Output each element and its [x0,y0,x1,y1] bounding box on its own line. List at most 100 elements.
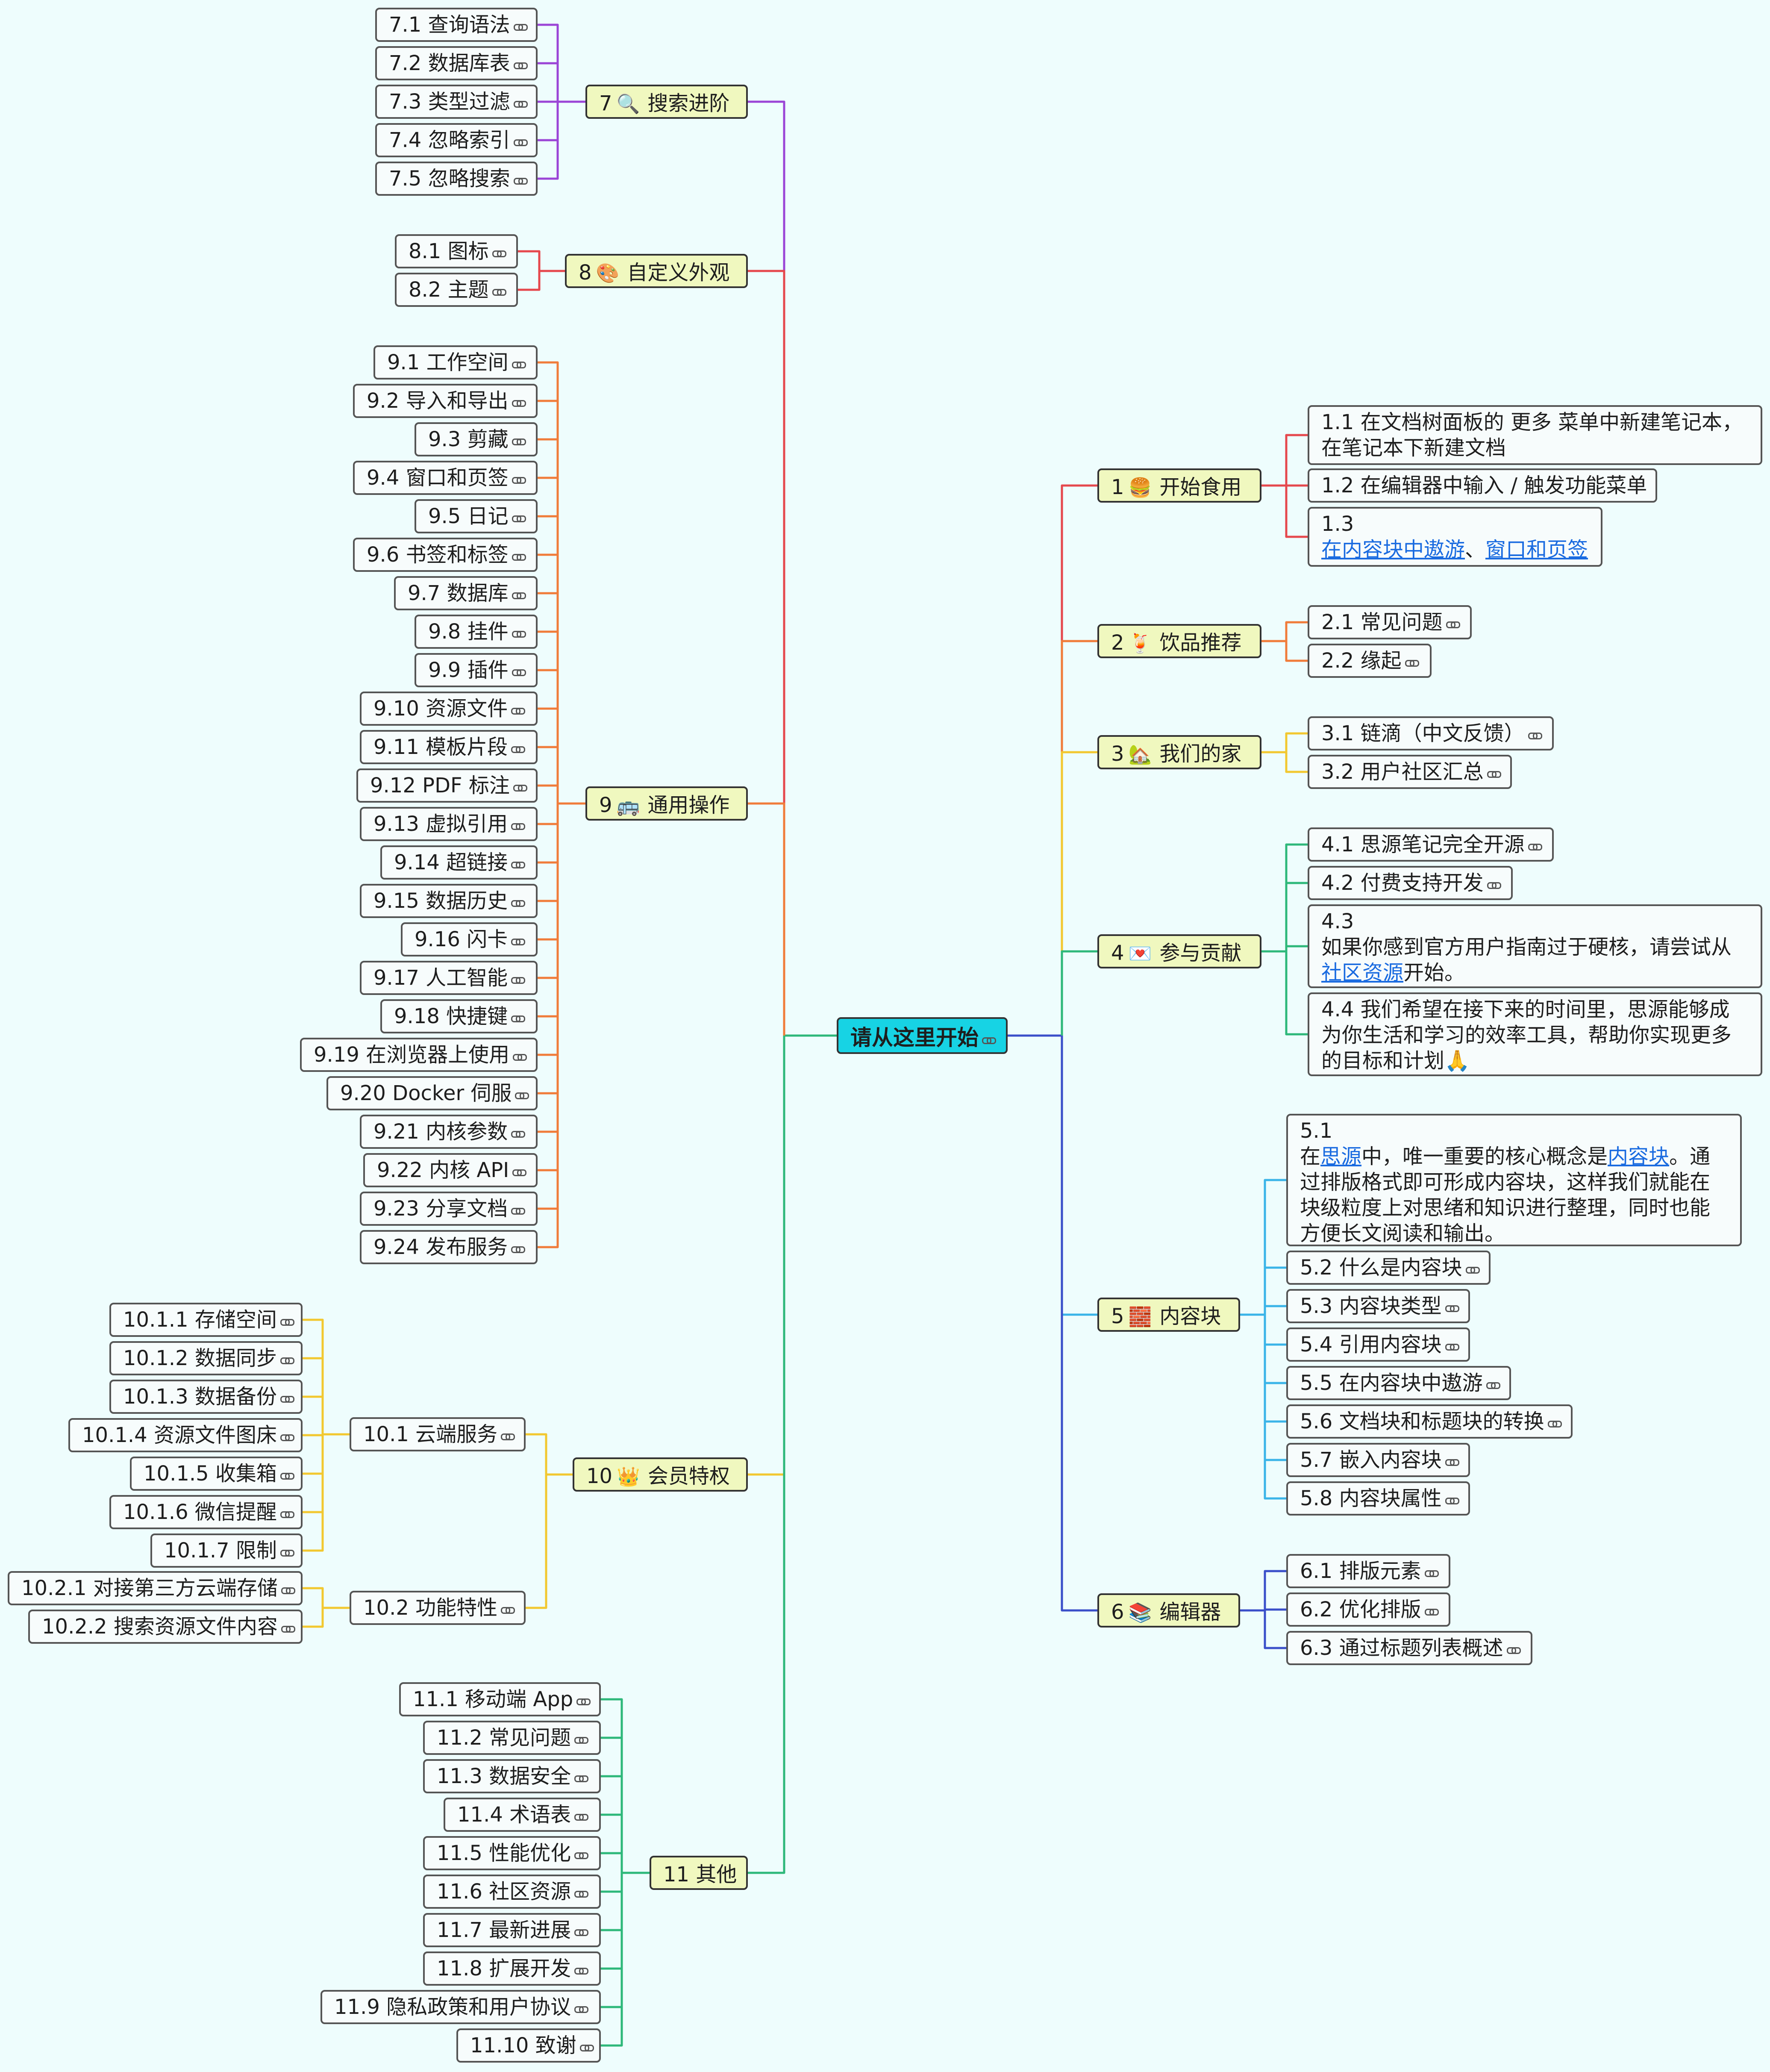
item-4-4[interactable]: 4.4 我们希望在接下来的时间里，思源能够成为你生活和学习的效率工具，帮助你实现… [1308,992,1762,1076]
item-9-7[interactable]: 9.7 数据库 [394,576,538,610]
item-11-10[interactable]: 11.10 致谢 [456,2028,601,2063]
topic-6[interactable]: 6📚编辑器 [1097,1593,1240,1628]
item-1-1[interactable]: 1.1 在文档树面板的 更多 菜单中新建笔记本，在笔记本下新建文档 [1308,405,1762,465]
item-7-2[interactable]: 7.2 数据库表 [375,46,538,80]
item-11-4[interactable]: 11.4 术语表 [444,1798,601,1832]
item-9-9[interactable]: 9.9 插件 [415,653,538,687]
item-9-21[interactable]: 9.21 内核参数 [360,1115,538,1149]
item-9-20[interactable]: 9.20 Docker 伺服 [326,1076,538,1110]
item-9-2[interactable]: 9.2 导入和导出 [353,384,538,418]
item-7-5[interactable]: 7.5 忽略搜索 [375,162,538,196]
item-11-1[interactable]: 11.1 移动端 App [399,1682,601,1716]
item-10-1-3[interactable]: 10.1.3 数据备份 [109,1380,303,1414]
item-11-8[interactable]: 11.8 扩展开发 [423,1951,601,1986]
item-9-1-label: 9.1 工作空间 [387,350,509,374]
topic-3[interactable]: 3🏡我们的家 [1097,735,1261,769]
topic-9[interactable]: 9🚌通用操作 [585,786,748,821]
item-5-5[interactable]: 5.5 在内容块中遨游 [1286,1366,1511,1400]
connector-b7-5 [538,102,559,180]
item-11-9[interactable]: 11.9 隐私政策和用户协议 [320,1990,601,2024]
item-10-1-2[interactable]: 10.1.2 数据同步 [109,1341,303,1375]
topic-10[interactable]: 10👑会员特权 [573,1457,748,1492]
item-9-8[interactable]: 9.8 挂件 [415,615,538,649]
link-community-resources[interactable]: 社区资源 [1321,961,1404,985]
item-10-1-5[interactable]: 10.1.5 收集箱 [130,1457,303,1491]
item-9-23[interactable]: 9.23 分享文档 [360,1192,538,1226]
item-9-17[interactable]: 9.17 人工智能 [360,961,538,995]
item-11-7[interactable]: 11.7 最新进展 [423,1913,601,1947]
item-9-11[interactable]: 9.11 模板片段 [360,730,538,764]
item-4-1[interactable]: 4.1 思源笔记完全开源 [1308,827,1554,862]
item-9-1[interactable]: 9.1 工作空间 [373,345,538,380]
item-10-2-1[interactable]: 10.2.1 对接第三方云端存储 [8,1571,303,1605]
item-6-3[interactable]: 6.3 通过标题列表概述 [1286,1631,1532,1665]
item-10-2-2[interactable]: 10.2.2 搜索资源文件内容 [28,1610,303,1644]
item-10-1-6[interactable]: 10.1.6 微信提醒 [109,1495,303,1529]
item-7-3[interactable]: 7.3 类型过滤 [375,85,538,119]
topic-1[interactable]: 1🍔开始食用 [1097,468,1261,503]
topic-4-label: 参与贡献 [1159,941,1242,965]
item-10-1-1[interactable]: 10.1.1 存储空间 [109,1303,303,1337]
item-9-3[interactable]: 9.3 剪藏 [415,422,538,456]
item-9-15[interactable]: 9.15 数据历史 [360,884,538,918]
topic-4[interactable]: 4💌参与贡献 [1097,934,1261,968]
item-11-2[interactable]: 11.2 常见问题 [423,1721,601,1755]
item-3-1[interactable]: 3.1 链滴（中文反馈） [1308,716,1554,751]
item-9-24[interactable]: 9.24 发布服务 [360,1230,538,1264]
topic-11[interactable]: 11 其他 [650,1856,748,1890]
item-11-5[interactable]: 11.5 性能优化 [423,1836,601,1870]
item-10-1-7[interactable]: 10.1.7 限制 [150,1533,303,1568]
item-5-6[interactable]: 5.6 文档块和标题块的转换 [1286,1404,1573,1439]
crown-icon: 👑 [617,1466,640,1488]
item-5-4-label: 5.4 引用内容块 [1300,1333,1442,1357]
item-9-16[interactable]: 9.16 闪卡 [401,922,538,957]
item-5-4[interactable]: 5.4 引用内容块 [1286,1327,1470,1362]
item-1-2[interactable]: 1.2 在编辑器中输入 / 触发功能菜单 [1308,468,1657,503]
item-9-5[interactable]: 9.5 日记 [415,499,538,533]
item-10-1[interactable]: 10.1 云端服务 [350,1417,526,1451]
item-6-2[interactable]: 6.2 优化排版 [1286,1592,1450,1627]
item-4-2[interactable]: 4.2 付费支持开发 [1308,866,1513,900]
item-9-18[interactable]: 9.18 快捷键 [380,999,538,1033]
item-7-1[interactable]: 7.1 查询语法 [375,8,538,42]
topic-7[interactable]: 7🔍搜索进阶 [585,85,748,119]
item-7-4-label: 7.4 忽略索引 [389,128,510,152]
item-9-13[interactable]: 9.13 虚拟引用 [360,807,538,841]
item-6-1[interactable]: 6.1 排版元素 [1286,1554,1450,1588]
item-5-2[interactable]: 5.2 什么是内容块 [1286,1251,1491,1285]
item-8-1[interactable]: 8.1 图标 [395,234,518,268]
item-9-14[interactable]: 9.14 超链接 [380,845,538,880]
item-3-1-label: 3.1 链滴（中文反馈） [1321,721,1525,745]
root-topic[interactable]: 请从这里开始 [837,1017,1008,1054]
item-9-10[interactable]: 9.10 资源文件 [360,692,538,726]
topic-5[interactable]: 5🧱内容块 [1097,1298,1240,1332]
item-5-7[interactable]: 5.7 嵌入内容块 [1286,1443,1470,1477]
item-5-8[interactable]: 5.8 内容块属性 [1286,1481,1470,1516]
link-content-block[interactable]: 内容块 [1608,1145,1670,1168]
topic-8[interactable]: 8🎨自定义外观 [565,254,748,288]
item-9-6[interactable]: 9.6 书签和标签 [353,538,538,572]
item-9-19[interactable]: 9.19 在浏览器上使用 [300,1038,538,1072]
item-3-2[interactable]: 3.2 用户社区汇总 [1308,755,1512,789]
item-10-2[interactable]: 10.2 功能特性 [350,1591,526,1625]
item-10-1-4[interactable]: 10.1.4 资源文件图床 [68,1418,303,1452]
link-window-and-tab[interactable]: 窗口和页签 [1485,538,1588,562]
item-7-4[interactable]: 7.4 忽略索引 [375,123,538,157]
topic-2[interactable]: 2🍹饮品推荐 [1097,624,1261,658]
item-11-3[interactable]: 11.3 数据安全 [423,1759,601,1793]
link-icon [1465,1267,1480,1274]
item-8-2[interactable]: 8.2 主题 [395,273,518,307]
item-5-3[interactable]: 5.3 内容块类型 [1286,1289,1470,1323]
item-2-2[interactable]: 2.2 缘起 [1308,644,1432,678]
topic-4-number: 4 [1111,941,1124,965]
item-9-4[interactable]: 9.4 窗口和页签 [353,461,538,495]
item-9-12[interactable]: 9.12 PDF 标注 [356,768,538,803]
link-siyuan[interactable]: 思源 [1320,1145,1362,1168]
link-in-block-travel[interactable]: 在内容块中遨游 [1321,538,1465,562]
item-2-1[interactable]: 2.1 常见问题 [1308,605,1472,639]
item-11-6[interactable]: 11.6 社区资源 [423,1875,601,1909]
item-9-22[interactable]: 9.22 内核 API [363,1153,538,1187]
